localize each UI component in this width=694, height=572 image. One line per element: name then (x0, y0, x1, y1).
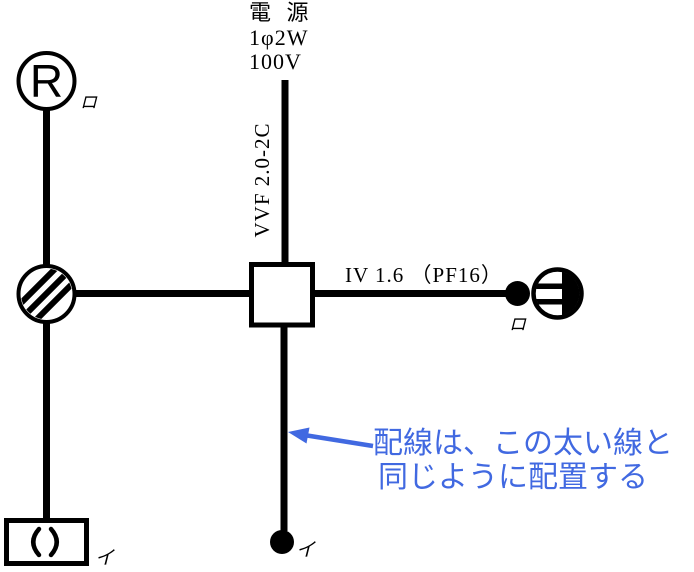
circuit-label-ro-switch: ロ (509, 315, 526, 334)
outlet-symbol (531, 267, 584, 320)
hook-ceiling-paren-right (48, 526, 59, 558)
joint-box-hatching (21, 268, 72, 320)
feed-cable-label: VVF 2.0-2C (250, 122, 274, 238)
power-source-voltage: 100V (249, 49, 302, 74)
switch-i-dot (270, 530, 294, 554)
hook-ceiling-paren-left (31, 526, 42, 558)
circuit-label-i-ceiling: イ (95, 548, 115, 569)
hook-ceiling-symbol (4, 518, 89, 566)
power-source-phase: 1φ2W (249, 24, 309, 50)
switch-ro-dot (505, 281, 530, 306)
lamp-receptacle-letter: R (29, 55, 64, 107)
hook-ceiling-box (4, 518, 89, 566)
annotation-arrow-icon (288, 427, 374, 449)
power-source-name: 電 源 (249, 0, 310, 25)
power-source-label: 電 源 1φ2W 100V (249, 0, 310, 75)
circuit-label-i-switch: イ (296, 540, 316, 561)
joint-box-symbol (16, 264, 77, 324)
lamp-receptacle-symbol (16, 51, 77, 111)
outlet-box-symbol (249, 262, 315, 328)
conduit-cable-label: IV 1.6 （PF16） (345, 263, 503, 287)
annotation-line-1: 配線は、この太い線と (373, 427, 673, 460)
circuit-label-ro-receptacle: ロ (80, 93, 97, 112)
annotation-line-2: 同じように配置する (378, 461, 648, 494)
wiring-annotation: 配線は、この太い線と 同じように配置する (373, 427, 673, 495)
outlet-markings (535, 271, 580, 316)
